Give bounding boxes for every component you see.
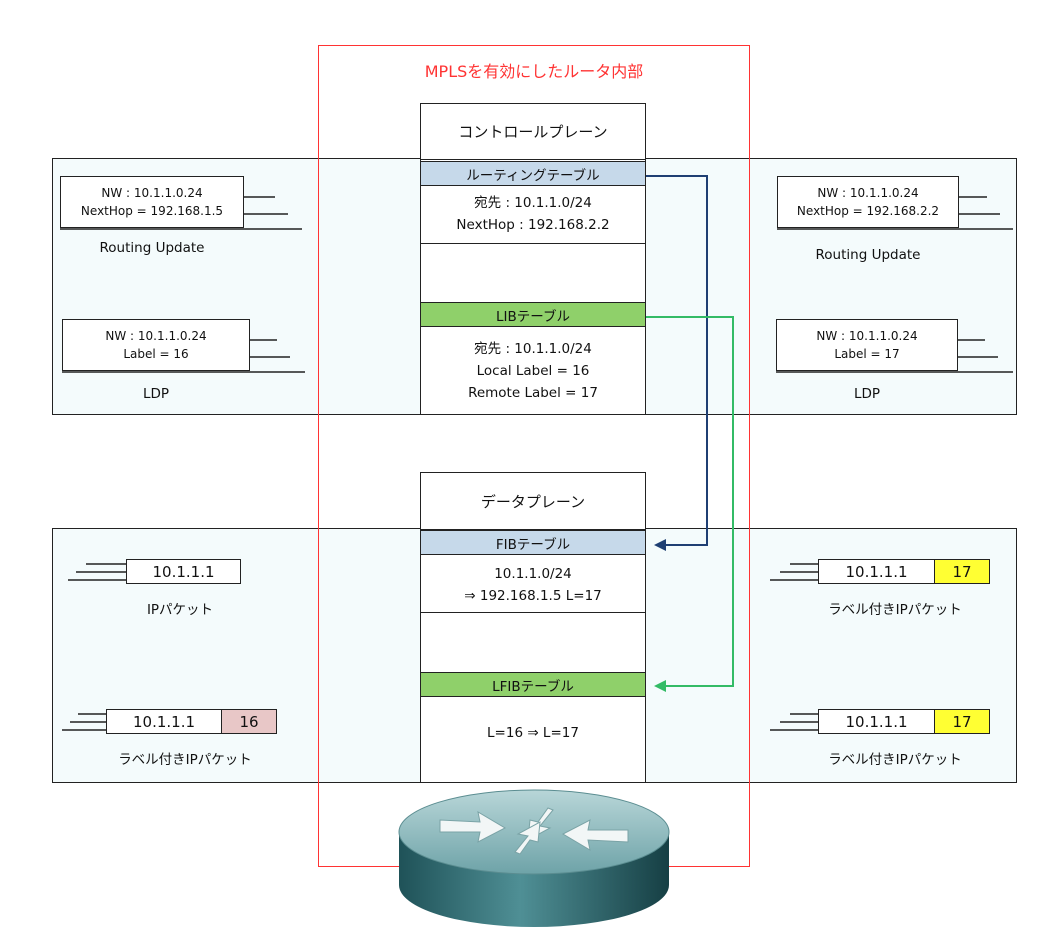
lfib-swap: L=16 ⇒ L=17 (487, 725, 579, 741)
router-icon (398, 789, 670, 927)
fib-table-header: FIBテーブル (420, 530, 646, 555)
routing-table-entry: 宛先 : 10.1.1.0/24 NextHop : 192.168.2.2 (420, 192, 646, 236)
fib-divider (420, 612, 646, 613)
right-routing-update-caption: Routing Update (815, 247, 921, 263)
right-ldp-lines (776, 339, 1013, 373)
data-plane-column: データプレーン (420, 472, 646, 783)
lfib-table-header: LFIBテーブル (420, 672, 646, 697)
fib-prefix: 10.1.1.0/24 (494, 566, 572, 582)
fib-table-entry: 10.1.1.0/24 ⇒ 192.168.1.5 L=17 (420, 563, 646, 607)
routing-table-header: ルーティングテーブル (420, 161, 646, 186)
right-routing-update-lines (777, 196, 1013, 230)
left-ldp-lines (62, 339, 305, 373)
left-routing-update-network: NW : 10.1.1.0.24 (101, 186, 203, 200)
right-top-packet-caption: ラベル付きIPパケット (828, 602, 962, 618)
right-bottom-packet-caption: ラベル付きIPパケット (828, 752, 962, 768)
right-bottom-packet-label: 17 (934, 709, 990, 734)
routing-divider (420, 243, 646, 244)
right-top-packet-label: 17 (934, 559, 990, 584)
lib-destination: 宛先 : 10.1.1.0/24 (474, 341, 592, 357)
right-bottom-packet-address: 10.1.1.1 (818, 709, 935, 734)
left-routing-update-nexthop: NextHop = 192.168.1.5 (80, 204, 224, 218)
left-labeled-packet-label: 16 (221, 709, 277, 734)
control-plane-heading: コントロールプレーン (421, 104, 645, 160)
right-ldp-box: NW : 10.1.1.0.24 Label = 17 (776, 319, 958, 371)
right-ldp-caption: LDP (853, 386, 881, 402)
right-top-packet-address: 10.1.1.1 (818, 559, 935, 584)
right-ldp-label: Label = 17 (834, 347, 900, 361)
routing-to-fib-arrow (646, 175, 708, 551)
lib-table-entry: 宛先 : 10.1.1.0/24 Local Label = 16 Remote… (420, 338, 646, 404)
left-routing-update-lines (60, 196, 302, 230)
left-ip-packet-address: 10.1.1.1 (126, 559, 241, 584)
left-ldp-caption: LDP (142, 386, 170, 402)
left-labeled-packet-lines (62, 713, 106, 731)
left-ldp-label: Label = 16 (123, 347, 189, 361)
fib-nexthop-label: ⇒ 192.168.1.5 L=17 (464, 588, 602, 604)
left-labeled-packet-caption: ラベル付きIPパケット (118, 752, 252, 768)
right-bottom-packet-lines (770, 713, 818, 731)
lib-remote-label: Remote Label = 17 (468, 385, 598, 401)
lib-table-header: LIBテーブル (420, 302, 646, 327)
left-routing-update-caption: Routing Update (99, 240, 205, 256)
lfib-table-entry: L=16 ⇒ L=17 (420, 722, 646, 744)
control-plane-column: コントロールプレーン (420, 103, 646, 415)
left-ip-packet-lines (68, 563, 126, 581)
right-routing-update-nexthop: NextHop = 192.168.2.2 (796, 204, 940, 218)
left-routing-update-box: NW : 10.1.1.0.24 NextHop = 192.168.1.5 (60, 176, 244, 228)
left-labeled-packet-address: 10.1.1.1 (106, 709, 222, 734)
lib-to-lfib-arrow (646, 316, 734, 692)
left-ldp-network: NW : 10.1.1.0.24 (105, 329, 207, 343)
right-routing-update-network: NW : 10.1.1.0.24 (817, 186, 919, 200)
left-ip-packet-caption: IPパケット (146, 602, 214, 618)
routing-nexthop: NextHop : 192.168.2.2 (456, 217, 610, 233)
routing-destination: 宛先 : 10.1.1.0/24 (474, 195, 592, 211)
left-ldp-box: NW : 10.1.1.0.24 Label = 16 (62, 319, 250, 371)
right-routing-update-box: NW : 10.1.1.0.24 NextHop = 192.168.2.2 (777, 176, 959, 228)
right-top-packet-lines (770, 563, 818, 581)
lib-local-label: Local Label = 16 (476, 363, 590, 379)
diagram-title: MPLSを有効にしたルータ内部 (424, 62, 644, 81)
data-plane-heading: データプレーン (421, 473, 645, 530)
right-ldp-network: NW : 10.1.1.0.24 (816, 329, 918, 343)
